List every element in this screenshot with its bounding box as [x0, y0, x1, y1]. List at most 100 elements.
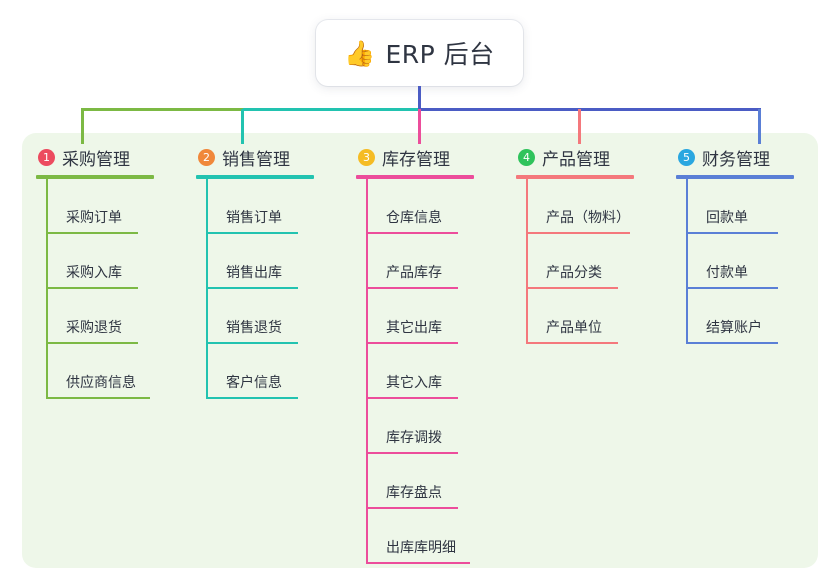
leaf-label: 库存调拨 [386, 430, 442, 446]
leaf-rule [526, 342, 618, 344]
branch-badge-2: 2 [198, 148, 215, 166]
leaf-rule [46, 342, 138, 344]
branch-title-1: 采购管理 [62, 149, 130, 170]
leaf-rule [526, 232, 630, 234]
branch-column-1: 1 采购管理 采购订单 采购入库 采购退货 供应商信息 [22, 144, 182, 399]
branch-spine-2 [206, 179, 208, 399]
leaf-label: 采购订单 [66, 210, 122, 226]
leaf-label: 采购入库 [66, 265, 122, 281]
leaf-item[interactable]: 其它出库 [366, 289, 502, 344]
leaf-item[interactable]: 其它入库 [366, 344, 502, 399]
leaf-rule [206, 397, 298, 399]
leaf-rule [366, 287, 458, 289]
leaf-item[interactable]: 出库库明细 [366, 509, 502, 564]
leaf-item[interactable]: 采购入库 [46, 234, 182, 289]
leaf-label: 供应商信息 [66, 375, 136, 391]
leaf-rule [526, 287, 618, 289]
leaf-rule [46, 397, 150, 399]
leaf-item[interactable]: 产品单位 [526, 289, 662, 344]
leaf-item[interactable]: 供应商信息 [46, 344, 182, 399]
branch-column-3: 3 库存管理 仓库信息 产品库存 其它出库 其它入库 库存调拨 [342, 144, 502, 564]
leaf-label: 销售出库 [226, 265, 282, 281]
branch-children-2: 销售订单 销售出库 销售退货 客户信息 [206, 179, 342, 399]
leaf-rule [686, 342, 778, 344]
leaf-label: 客户信息 [226, 375, 282, 391]
leaf-item[interactable]: 销售出库 [206, 234, 342, 289]
branch-header-3[interactable]: 3 库存管理 [342, 144, 502, 170]
leaf-item[interactable]: 结算账户 [686, 289, 822, 344]
leaf-label: 付款单 [706, 265, 748, 281]
branch-children-1: 采购订单 采购入库 采购退货 供应商信息 [46, 179, 182, 399]
leaf-label: 其它入库 [386, 375, 442, 391]
branch-badge-5: 5 [678, 148, 695, 166]
branch-rule-4 [516, 175, 634, 179]
leaf-rule [366, 232, 458, 234]
branch-header-2[interactable]: 2 销售管理 [182, 144, 342, 170]
leaf-item[interactable]: 仓库信息 [366, 179, 502, 234]
leaf-rule [686, 232, 778, 234]
branch-children-3: 仓库信息 产品库存 其它出库 其它入库 库存调拨 库存盘点 [366, 179, 502, 564]
leaf-rule [366, 342, 458, 344]
leaf-rule [46, 232, 138, 234]
thumbs-up-icon: 👍 [344, 38, 376, 68]
leaf-label: 产品分类 [546, 265, 602, 281]
leaf-rule [366, 397, 458, 399]
branch-children-5: 回款单 付款单 结算账户 [686, 179, 822, 344]
branch-header-5[interactable]: 5 财务管理 [662, 144, 822, 170]
branch-title-2: 销售管理 [222, 149, 290, 170]
leaf-label: 产品库存 [386, 265, 442, 281]
leaf-label: 仓库信息 [386, 210, 442, 226]
branch-column-5: 5 财务管理 回款单 付款单 结算账户 [662, 144, 822, 344]
leaf-item[interactable]: 采购退货 [46, 289, 182, 344]
leaf-label: 产品单位 [546, 320, 602, 336]
leaf-rule [366, 562, 470, 564]
leaf-label: 结算账户 [706, 320, 762, 336]
branch-header-1[interactable]: 1 采购管理 [22, 144, 182, 170]
leaf-label: 其它出库 [386, 320, 442, 336]
leaf-rule [206, 232, 298, 234]
branch-rule-2 [196, 175, 314, 179]
leaf-item[interactable]: 产品库存 [366, 234, 502, 289]
branch-spine-3 [366, 179, 368, 564]
leaf-item[interactable]: 库存盘点 [366, 454, 502, 509]
leaf-rule [46, 287, 138, 289]
leaf-label: 出库库明细 [386, 540, 456, 556]
leaf-rule [206, 287, 298, 289]
leaf-item[interactable]: 产品（物料） [526, 179, 662, 234]
leaf-rule [366, 452, 458, 454]
leaf-label: 销售退货 [226, 320, 282, 336]
leaf-item[interactable]: 客户信息 [206, 344, 342, 399]
leaf-item[interactable]: 付款单 [686, 234, 822, 289]
branch-title-5: 财务管理 [702, 149, 770, 170]
branch-title-4: 产品管理 [542, 149, 610, 170]
branches-panel [22, 133, 818, 568]
leaf-item[interactable]: 库存调拨 [366, 399, 502, 454]
root-title: ERP 后台 [385, 40, 495, 69]
branch-header-4[interactable]: 4 产品管理 [502, 144, 662, 170]
branch-title-3: 库存管理 [382, 149, 450, 170]
branch-spine-1 [46, 179, 48, 399]
leaf-item[interactable]: 销售退货 [206, 289, 342, 344]
branch-rule-5 [676, 175, 794, 179]
leaf-rule [686, 287, 778, 289]
leaf-item[interactable]: 采购订单 [46, 179, 182, 234]
leaf-label: 产品（物料） [546, 210, 630, 226]
leaf-rule [206, 342, 298, 344]
leaf-label: 销售订单 [226, 210, 282, 226]
branch-column-4: 4 产品管理 产品（物料） 产品分类 产品单位 [502, 144, 662, 344]
branch-badge-3: 3 [358, 148, 375, 166]
leaf-label: 回款单 [706, 210, 748, 226]
branch-badge-1: 1 [38, 148, 55, 166]
leaf-item[interactable]: 回款单 [686, 179, 822, 234]
branch-rule-3 [356, 175, 474, 179]
branch-spine-4 [526, 179, 528, 344]
branch-rule-1 [36, 175, 154, 179]
branch-badge-4: 4 [518, 148, 535, 166]
leaf-item[interactable]: 产品分类 [526, 234, 662, 289]
leaf-label: 库存盘点 [386, 485, 442, 501]
branch-children-4: 产品（物料） 产品分类 产品单位 [526, 179, 662, 344]
root-node[interactable]: 👍 ERP 后台 [316, 20, 523, 86]
leaf-item[interactable]: 销售订单 [206, 179, 342, 234]
branch-column-2: 2 销售管理 销售订单 销售出库 销售退货 客户信息 [182, 144, 342, 399]
